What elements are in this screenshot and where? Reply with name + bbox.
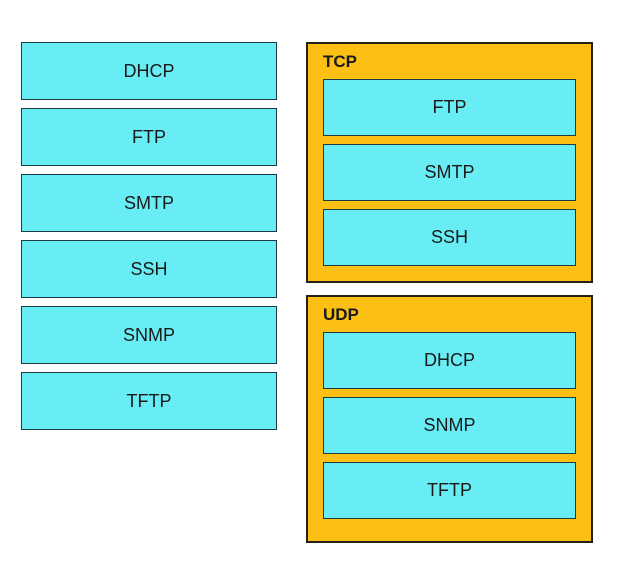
drop-zone-udp-items: DHCP SNMP TFTP [323, 332, 576, 519]
dropped-item-dhcp[interactable]: DHCP [323, 332, 576, 389]
dropped-item-tftp[interactable]: TFTP [323, 462, 576, 519]
dropped-item-ssh[interactable]: SSH [323, 209, 576, 266]
source-items-column: DHCP FTP SMTP SSH SNMP TFTP [21, 42, 277, 430]
drop-zone-tcp-title: TCP [323, 52, 357, 71]
drag-item-snmp[interactable]: SNMP [21, 306, 277, 364]
dropped-item-ftp[interactable]: FTP [323, 79, 576, 136]
drag-item-ssh[interactable]: SSH [21, 240, 277, 298]
dropped-item-snmp[interactable]: SNMP [323, 397, 576, 454]
drop-zone-tcp-items: FTP SMTP SSH [323, 79, 576, 266]
drag-item-smtp[interactable]: SMTP [21, 174, 277, 232]
drop-zone-udp[interactable]: UDP DHCP SNMP TFTP [306, 295, 593, 543]
drag-item-dhcp[interactable]: DHCP [21, 42, 277, 100]
drop-zone-udp-title: UDP [323, 305, 359, 324]
dropped-item-smtp[interactable]: SMTP [323, 144, 576, 201]
drag-item-tftp[interactable]: TFTP [21, 372, 277, 430]
drop-zone-tcp[interactable]: TCP FTP SMTP SSH [306, 42, 593, 283]
drag-item-ftp[interactable]: FTP [21, 108, 277, 166]
